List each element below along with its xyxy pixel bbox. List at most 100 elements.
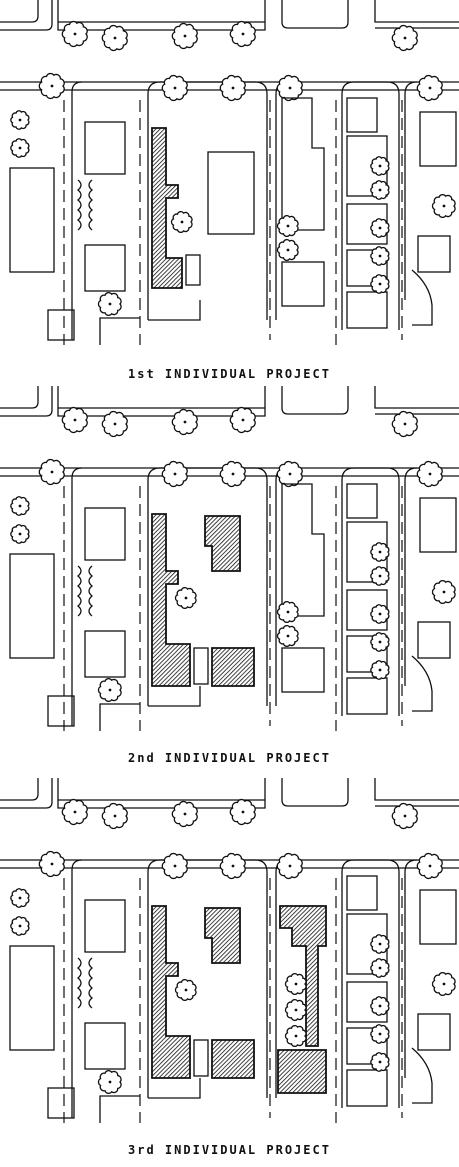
existing-building [281, 261, 325, 307]
tree-trunk [286, 610, 290, 614]
tree-trunk [378, 1032, 382, 1036]
garage [47, 695, 75, 727]
tree-trunk [18, 924, 22, 928]
new-villa-south [211, 647, 255, 687]
plan-panel-1 [0, 0, 459, 345]
tree-trunk [428, 86, 432, 90]
existing-building [207, 151, 255, 235]
panel-2-caption: 2nd INDIVIDUAL PROJECT [128, 751, 331, 765]
existing-building [346, 97, 378, 133]
curb [57, 778, 266, 809]
tree-trunk [378, 966, 382, 970]
tree-trunk [378, 574, 382, 578]
existing-building [346, 1069, 388, 1107]
tree-trunk [108, 1080, 112, 1084]
tree-trunk [428, 472, 432, 476]
tree-trunk [173, 86, 177, 90]
tree-trunk [378, 942, 382, 946]
new-corner-house [277, 1049, 327, 1094]
fence [148, 1078, 201, 1099]
panel-1-caption: 1st INDIVIDUAL PROJECT [128, 367, 331, 381]
curb [281, 0, 349, 29]
existing-building [346, 635, 388, 673]
tree-trunk [180, 220, 184, 224]
existing-building [417, 621, 451, 659]
new-row-house-east [279, 905, 327, 1047]
existing-building [346, 483, 378, 519]
hedge [76, 957, 94, 1009]
tree-trunk [288, 472, 292, 476]
existing-building [9, 167, 55, 273]
porch [193, 1039, 209, 1077]
tree-trunk [18, 532, 22, 536]
curb [57, 0, 266, 31]
tree-trunk [378, 612, 382, 616]
block-edge [147, 467, 268, 706]
porch [193, 647, 209, 685]
tree-trunk [442, 982, 446, 986]
tree-trunk [18, 146, 22, 150]
tree-trunk [241, 810, 245, 814]
tree-trunk [73, 32, 77, 36]
existing-building [417, 235, 451, 273]
curb [0, 0, 53, 31]
tree-trunk [378, 640, 382, 644]
tree-trunk [288, 864, 292, 868]
garage [47, 309, 75, 341]
tree-trunk [378, 282, 382, 286]
tree-trunk [50, 84, 54, 88]
tree-trunk [378, 668, 382, 672]
tree-trunk [231, 86, 235, 90]
tree-trunk [18, 118, 22, 122]
block-edge [341, 81, 400, 330]
block-edge [71, 859, 83, 1118]
curb [0, 778, 39, 801]
curb [0, 386, 39, 409]
existing-building [419, 111, 457, 167]
tree-trunk [18, 504, 22, 508]
tree-trunk [442, 590, 446, 594]
plan-panel-3 [0, 778, 459, 1123]
tree-trunk [403, 36, 407, 40]
block-edge [341, 467, 400, 716]
new-row-house [151, 513, 191, 687]
block-edge [404, 81, 418, 300]
tree-trunk [184, 988, 188, 992]
tree-trunk [286, 248, 290, 252]
tree-trunk [294, 982, 298, 986]
curb [374, 778, 459, 801]
tree-trunk [73, 810, 77, 814]
block-edge [147, 81, 268, 320]
existing-building [281, 647, 325, 693]
tree-trunk [231, 864, 235, 868]
existing-building [417, 1013, 451, 1051]
existing-building [84, 244, 126, 292]
tree-trunk [378, 254, 382, 258]
garage [47, 1087, 75, 1119]
tree-trunk [294, 1034, 298, 1038]
block-edge [341, 859, 400, 1108]
new-row-house [151, 905, 191, 1079]
fence [99, 317, 140, 345]
tree-trunk [184, 596, 188, 600]
tree-trunk [428, 864, 432, 868]
tree-trunk [113, 36, 117, 40]
fence [99, 1095, 140, 1123]
driveway [411, 269, 433, 326]
existing-building [346, 1027, 388, 1065]
tree-trunk [378, 188, 382, 192]
existing-building [281, 97, 325, 231]
tree-trunk [183, 34, 187, 38]
tree-trunk [403, 422, 407, 426]
porch [185, 254, 201, 286]
existing-building [84, 630, 126, 678]
existing-building [346, 875, 378, 911]
plan-panel-2 [0, 386, 459, 731]
new-villa [204, 515, 241, 572]
curb [0, 386, 53, 417]
tree-trunk [50, 470, 54, 474]
existing-building [346, 249, 388, 287]
tree-trunk [108, 688, 112, 692]
panel-3-caption: 3rd INDIVIDUAL PROJECT [128, 1143, 331, 1157]
new-villa-south [211, 1039, 255, 1079]
